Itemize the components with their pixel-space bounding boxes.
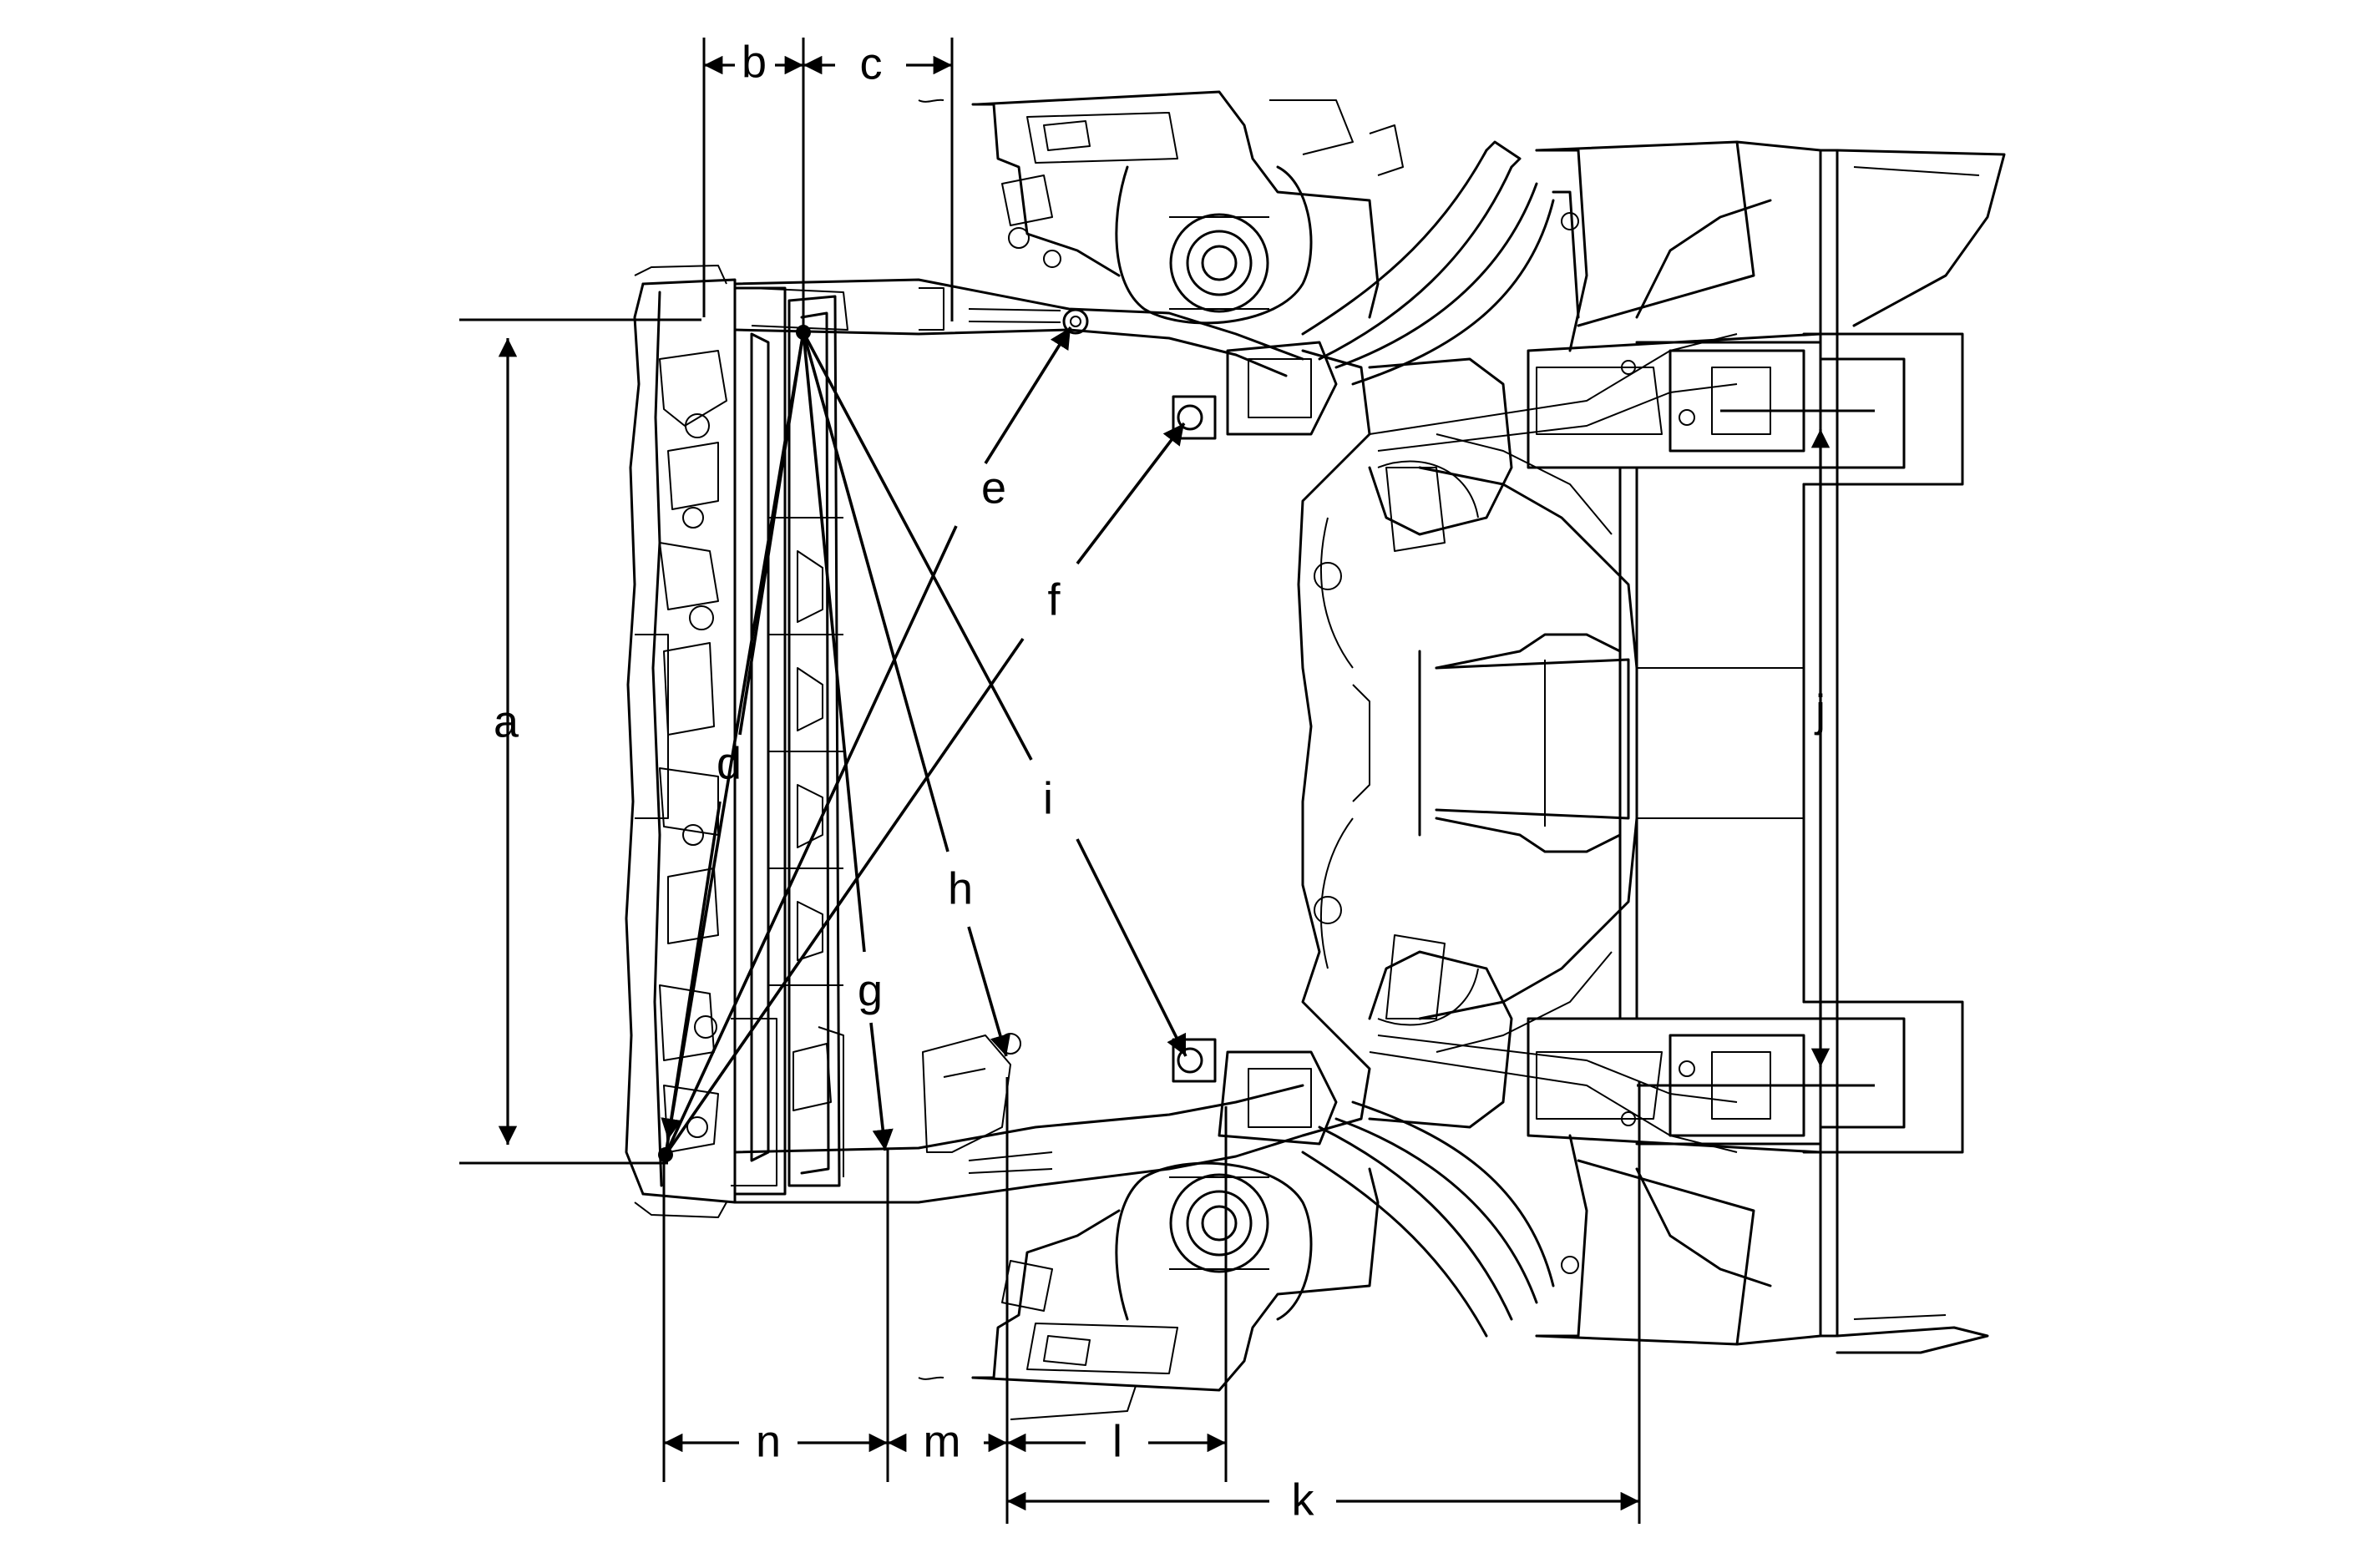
label-c: c	[860, 38, 883, 89]
label-i: i	[1043, 773, 1053, 823]
attachment-points	[1000, 308, 1338, 1146]
rear-upper-structure	[1418, 140, 2006, 670]
label-a: a	[494, 696, 519, 746]
label-f: f	[1047, 574, 1061, 625]
measurement-line-f-upper	[1076, 422, 1186, 565]
rear-cross-member	[1435, 332, 1839, 1154]
label-h: h	[948, 863, 973, 913]
label-k: k	[1292, 1475, 1315, 1525]
upper-side-rail	[733, 278, 1304, 377]
dimension-lines	[498, 55, 1831, 1511]
upper-strut-tower	[918, 90, 1404, 325]
label-b: b	[742, 37, 767, 87]
measurement-line-g-upper	[802, 331, 866, 953]
reference-point-top	[796, 325, 811, 340]
label-e: e	[981, 463, 1006, 513]
measurement-line-e-lower	[664, 525, 958, 1156]
upper-rear-rails	[1301, 140, 1738, 452]
measurement-lines	[661, 326, 1187, 1156]
label-d: d	[717, 738, 742, 788]
engine-cradle	[1297, 349, 1630, 1137]
measurement-line-h-lower	[967, 926, 1011, 1057]
reference-point-bottom	[658, 1147, 673, 1162]
front-radiator-support	[625, 265, 787, 1218]
front-cross-member	[731, 295, 844, 1187]
rear-lower-structure	[1418, 817, 1989, 1354]
label-l: l	[1112, 1416, 1122, 1466]
measurement-line-h-upper	[802, 331, 949, 852]
measurement-line-f-lower	[664, 637, 1025, 1156]
reference-points	[658, 325, 811, 1162]
measurement-line-e-upper	[984, 326, 1072, 464]
measurement-line-g-lower	[869, 1022, 894, 1151]
measurement-line-i-upper	[802, 331, 1033, 761]
label-j: j	[1814, 685, 1826, 736]
extension-lines	[459, 38, 1875, 1524]
dimension-label-group: a b c d e f g h i j k l m n	[494, 37, 1826, 1525]
vehicle-frame-drawing	[625, 90, 2006, 1420]
label-n: n	[756, 1416, 781, 1466]
measurement-line-a-diag	[664, 331, 805, 1156]
label-m: m	[924, 1416, 961, 1466]
lower-strut-tower	[918, 1161, 1380, 1420]
label-g: g	[858, 965, 883, 1015]
measurement-line-i-lower	[1076, 838, 1187, 1057]
